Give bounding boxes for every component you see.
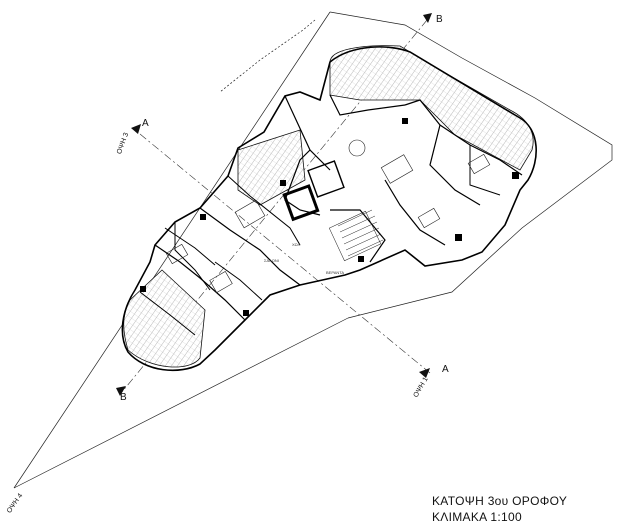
section-label-a-bottom: A — [442, 364, 449, 375]
stairs — [328, 209, 384, 262]
interior-walls — [139, 94, 523, 336]
room-label-lobby: ΧΩΛ — [292, 242, 301, 247]
section-label-b-bottom: B — [120, 392, 127, 403]
room-label-balcony: ΒΕΡΑΝΤΑ — [326, 270, 345, 275]
section-markers — [116, 13, 432, 396]
plot-boundary — [13, 11, 613, 489]
drawing-scale: ΚΛΙΜΑΚΑ 1:100 — [432, 510, 522, 524]
section-label-b-top: B — [436, 14, 443, 25]
section-label-a-top: A — [142, 118, 149, 129]
building-outline — [121, 46, 537, 372]
room-label-living: ΣΑΛΟΝΙ — [264, 258, 279, 263]
dining-tables — [165, 139, 491, 293]
columns — [140, 118, 519, 316]
terraces — [123, 45, 534, 368]
drawing-title: ΚΑΤΟΨΗ 3ου ΟΡΟΦΟΥ — [432, 494, 568, 508]
